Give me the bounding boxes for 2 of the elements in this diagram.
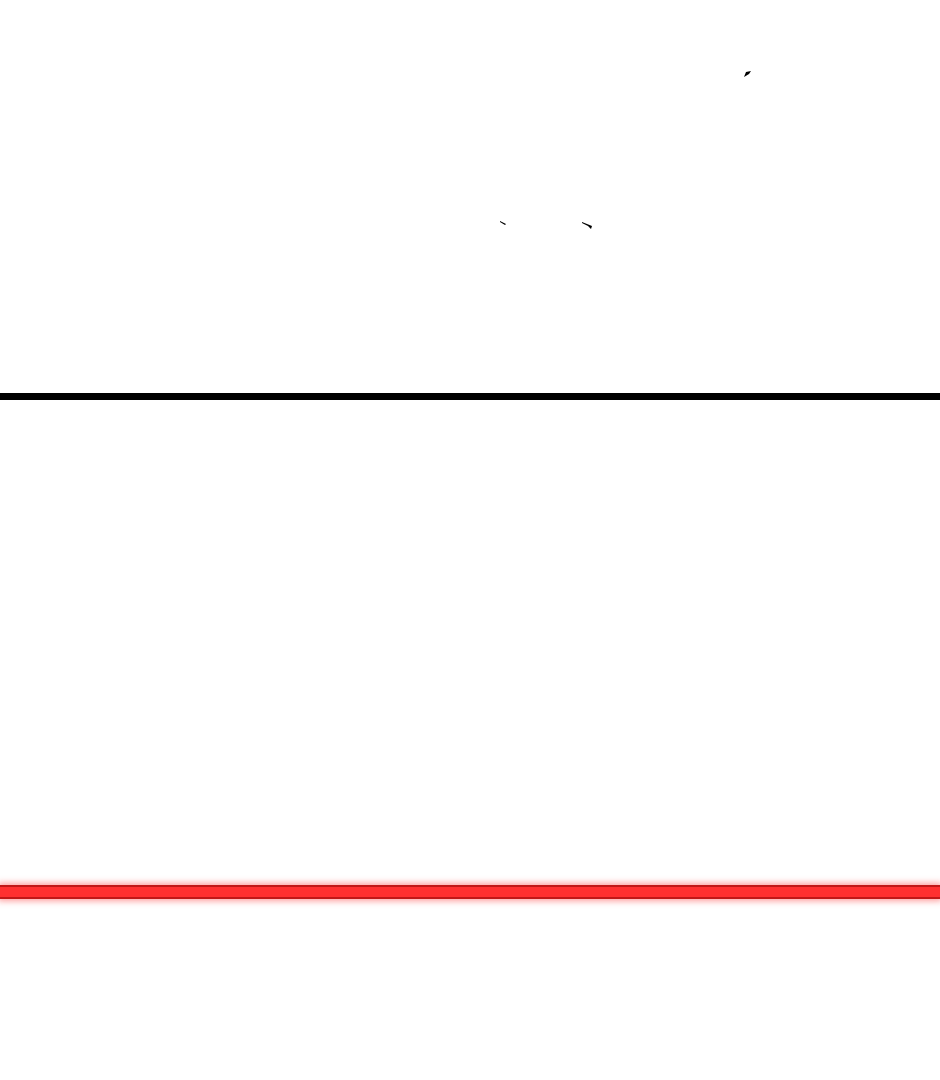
horizontal-bar bbox=[0, 885, 940, 899]
horizontal-bar bbox=[0, 393, 940, 400]
